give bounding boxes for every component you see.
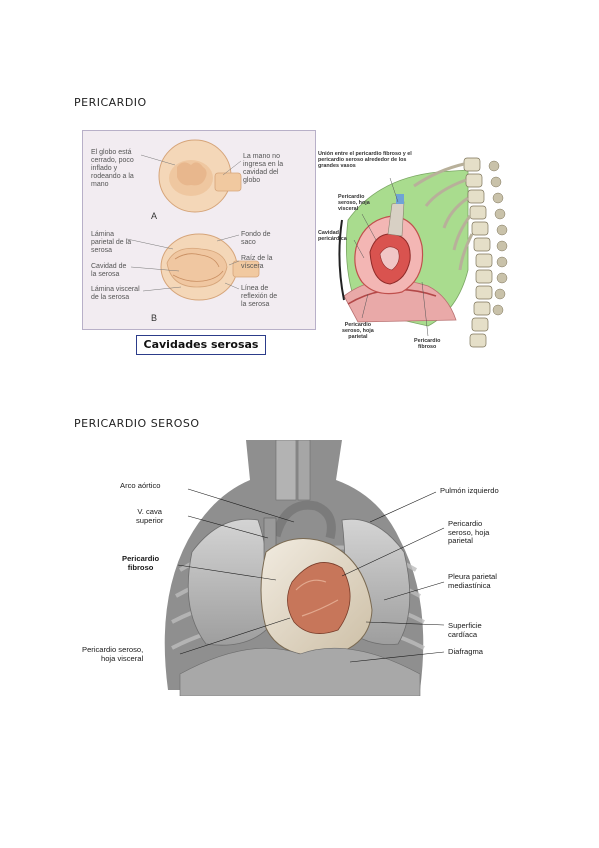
label-fibrous-serous-junction: Unión entre el pericardio fibroso y el p…: [318, 151, 412, 170]
label-visceral-layer: Lámina visceral de la serosa: [91, 286, 140, 302]
thorax-dissection-drawing: [164, 440, 445, 696]
label-viscera-root: Raíz de la víscera: [241, 255, 273, 271]
serous-cavities-figure: El globo está cerrado, poco inflado y ro…: [82, 130, 316, 330]
label-serous-parietal-layer: Pericardio seroso, hoja parietal: [448, 519, 490, 546]
figure-caption: Cavidades serosas: [136, 335, 266, 355]
label-fibrous-pericardium: Pericardio fibroso: [414, 338, 441, 351]
label-closed-balloon: El globo está cerrado, poco inflado y ro…: [91, 149, 134, 189]
label-reflection-line: Línea de reflexión de la serosa: [241, 285, 278, 309]
label-hand-not-entering: La mano no ingresa en la cavidad del glo…: [243, 153, 284, 185]
label-mediastinal-pleura: Pleura parietal mediastínica: [448, 572, 497, 590]
label-serous-cavity: Cavidad de la serosa: [91, 263, 127, 279]
thorax-dissection-figure: Arco aórtico V. cava superior Pericardio…: [80, 440, 520, 696]
panel-b-marker: B: [151, 313, 158, 323]
label-pericardial-cavity: Cavidad pericárdica: [318, 230, 347, 243]
serous-cavities-drawing: [126, 139, 260, 301]
label-serous-visceral-layer: Pericardio seroso, hoja visceral: [82, 645, 144, 663]
pericardium-sagittal-drawing: [338, 157, 508, 348]
label-fibrous-pericardium: Pericardio fibroso: [122, 554, 160, 572]
label-parietal-layer: Lámina parietal de la serosa: [91, 231, 132, 255]
label-serous-parietal: Pericardio seroso, hoja parietal: [342, 322, 374, 341]
section-title-pericardio-seroso: PERICARDIO SEROSO: [74, 417, 200, 430]
label-serous-visceral: Pericardio seroso, hoja visceral: [338, 194, 370, 213]
panel-a-marker: A: [151, 211, 158, 221]
label-left-lung: Pulmón izquierdo: [440, 486, 499, 495]
label-aortic-arch: Arco aórtico: [120, 481, 161, 490]
label-superior-vena-cava: V. cava superior: [136, 507, 164, 525]
label-diaphragm: Diafragma: [448, 647, 484, 656]
pericardium-sagittal-figure: Unión entre el pericardio fibroso y el p…: [318, 150, 508, 360]
label-fondo-de-saco: Fondo de saco: [241, 231, 271, 247]
section-title-pericardio: PERICARDIO: [74, 96, 147, 109]
label-cardiac-surface: Superficie cardíaca: [448, 621, 482, 639]
